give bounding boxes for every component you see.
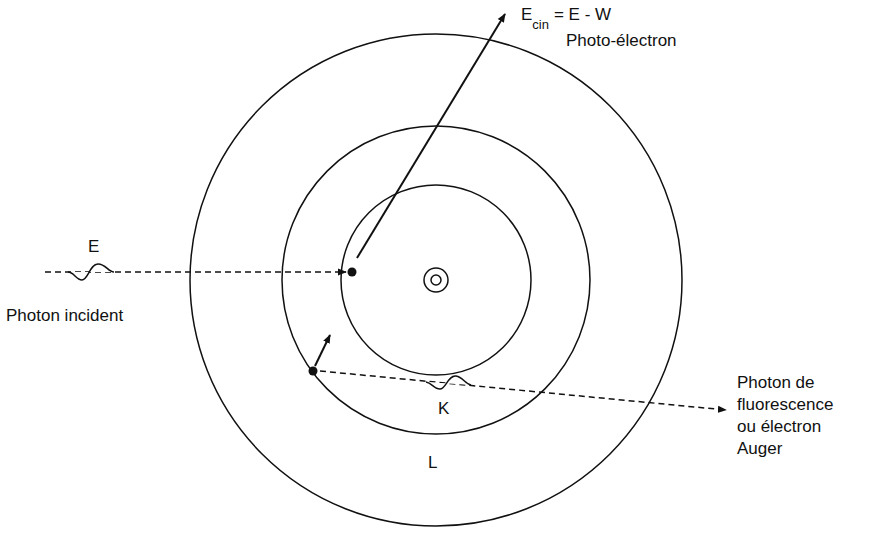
l-shell — [282, 126, 590, 434]
outer-shell — [190, 34, 682, 526]
fluorescence-wave — [426, 376, 471, 389]
photoelectron-path — [357, 14, 505, 258]
k-shell — [341, 185, 531, 375]
shell-label: K — [438, 398, 449, 419]
photon-wave — [68, 264, 114, 280]
k-electron — [348, 268, 357, 277]
photon-label: Photon incident — [6, 305, 123, 326]
transition-arrow — [315, 335, 330, 366]
nucleus-inner — [431, 275, 441, 285]
photon-energy: E — [88, 236, 99, 257]
shell-label: L — [428, 452, 437, 473]
photoelectron-label: Photo-électron — [566, 30, 677, 51]
kinetic-energy-subscript: cin — [532, 14, 549, 35]
l-electron — [309, 367, 318, 376]
kinetic-energy-symbol: E — [521, 4, 532, 25]
kinetic-energy-formula: = E - W — [554, 4, 611, 25]
fluorescence-path — [320, 371, 726, 410]
fluorescence-label: Photon de fluorescence ou électron Auger — [737, 372, 841, 460]
nucleus-outer — [424, 268, 448, 292]
